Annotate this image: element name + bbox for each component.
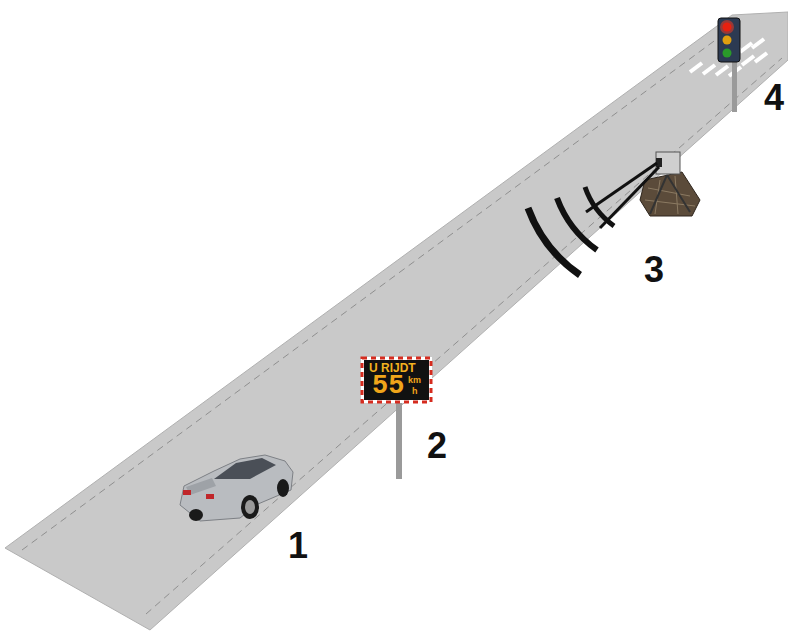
- car: [180, 455, 293, 521]
- callout-number: 4: [764, 80, 784, 116]
- callout-number: 2: [427, 428, 447, 464]
- callout-number: 1: [288, 528, 308, 564]
- radar-camera: [528, 152, 700, 275]
- speed-display: U RIJDT55kmh: [364, 360, 429, 400]
- callout-number: 3: [644, 252, 664, 288]
- traffic-light: [718, 18, 740, 112]
- display-text: km: [408, 376, 421, 385]
- road: [5, 12, 788, 630]
- display-text: 55: [372, 373, 404, 400]
- display-text: h: [412, 387, 418, 396]
- lane-line: [146, 58, 782, 614]
- lane-line: [22, 22, 740, 550]
- speed-sign: [361, 357, 432, 479]
